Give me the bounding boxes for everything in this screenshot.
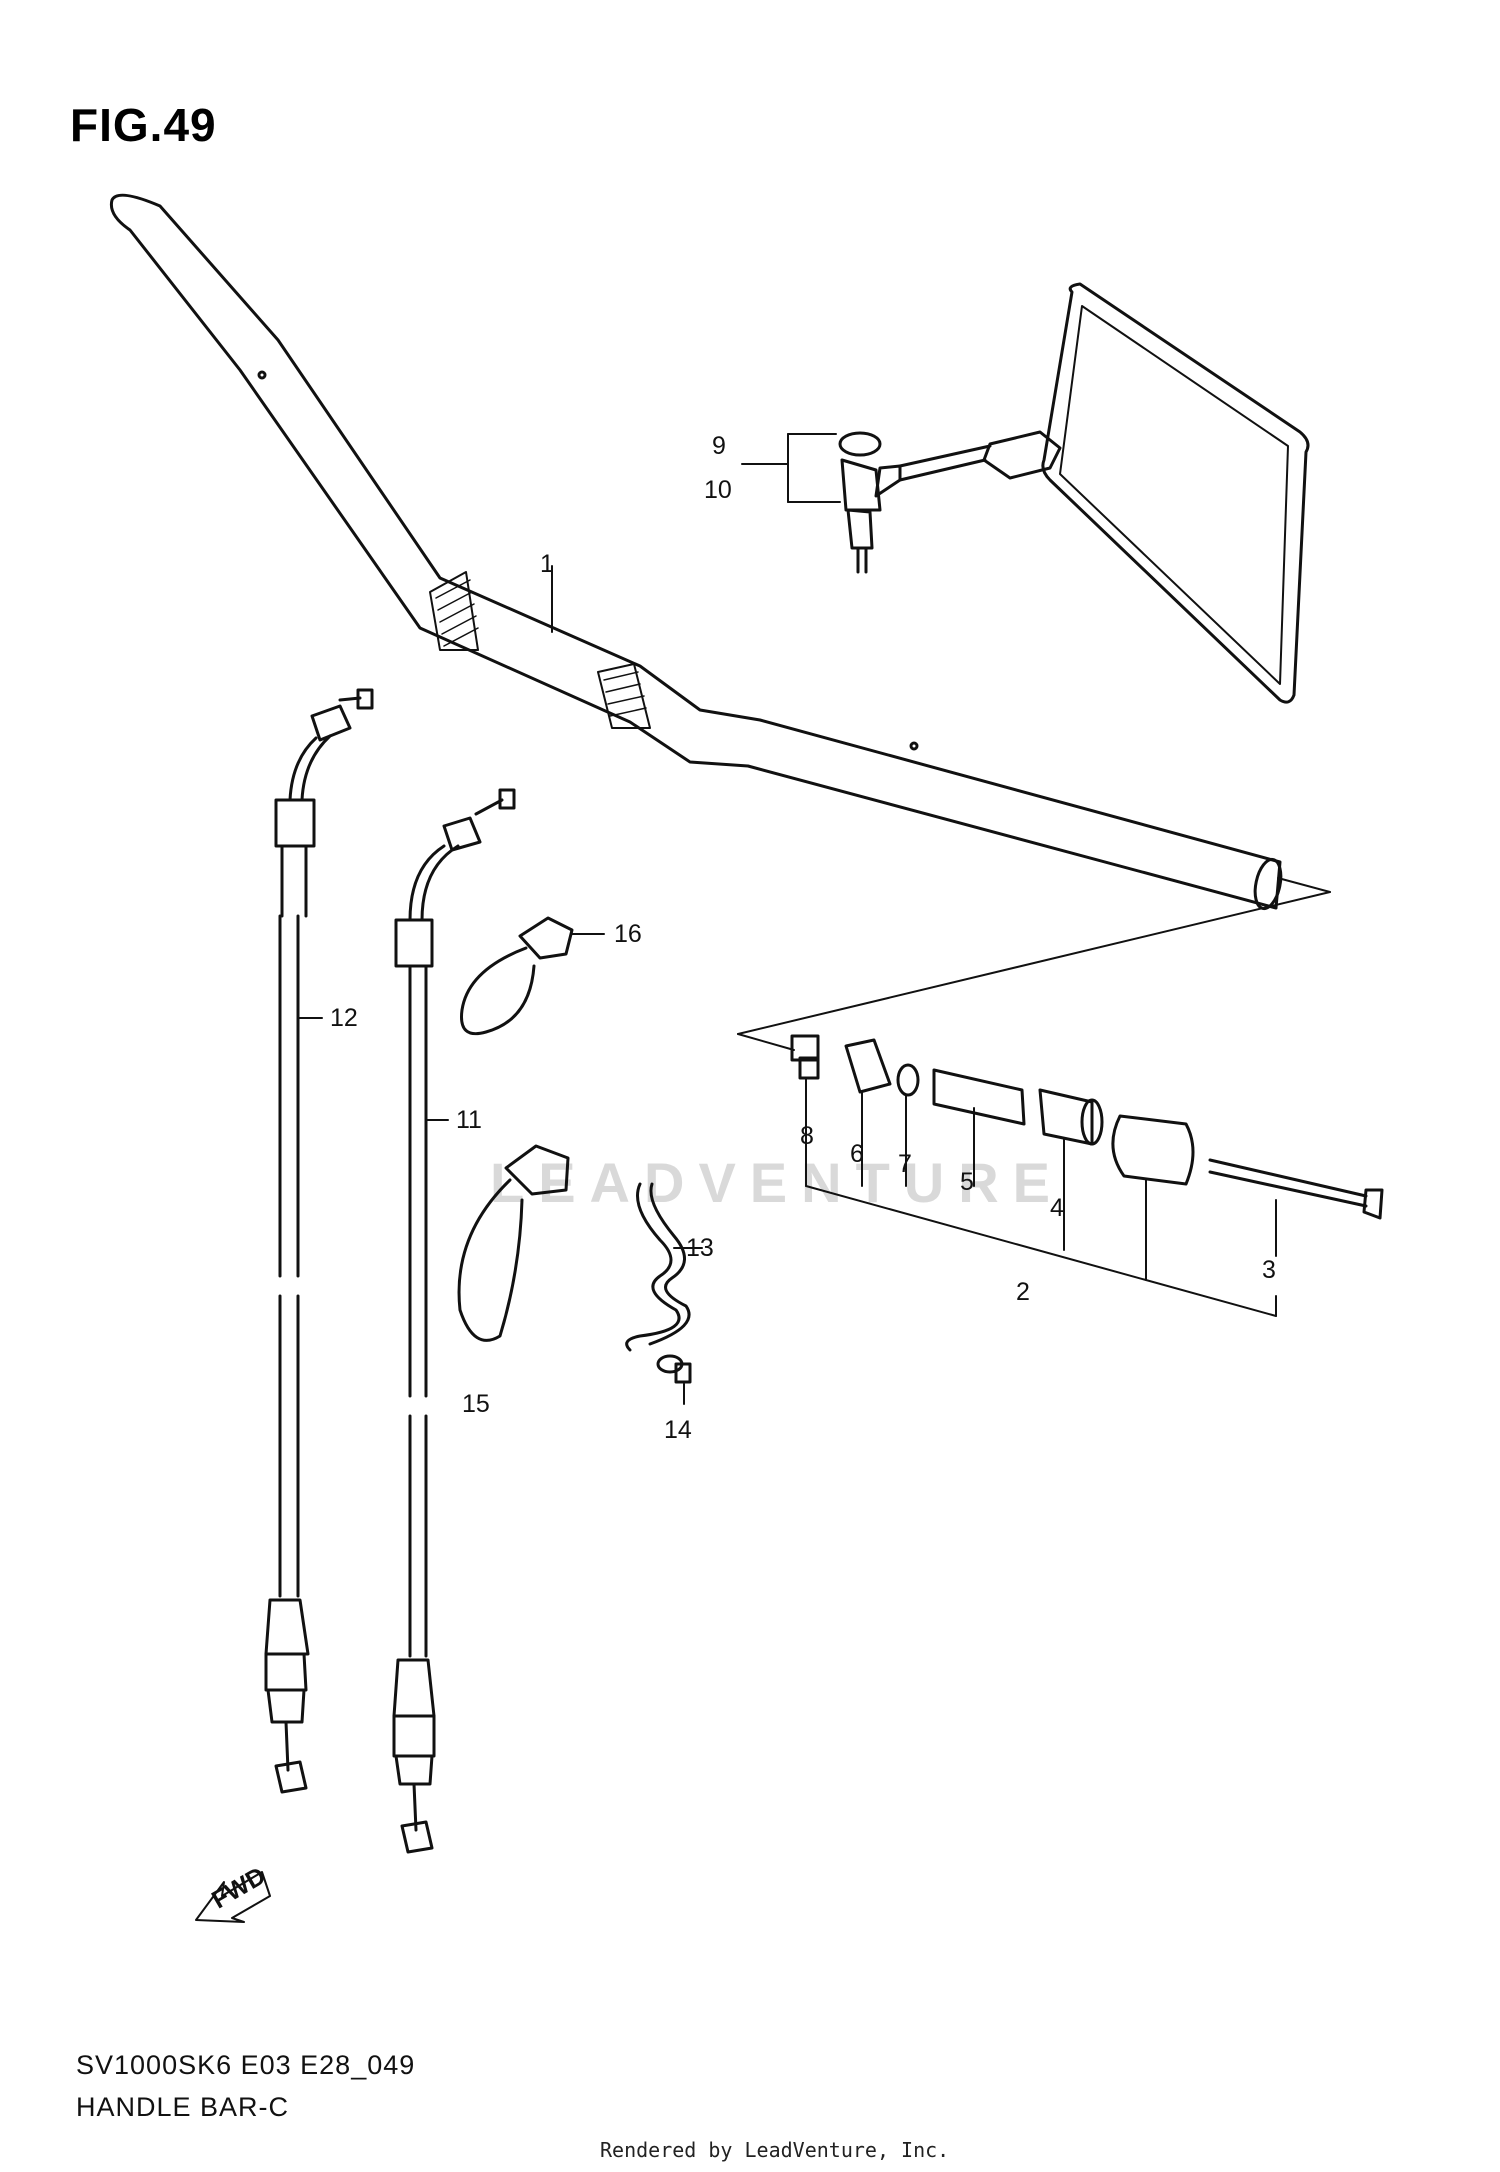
figure-title: FIG.49 — [70, 99, 217, 151]
throttle-cable-11[interactable] — [392, 788, 516, 1854]
throttle-cable-12[interactable] — [264, 688, 374, 1794]
callout-15: 15 — [462, 1390, 490, 1418]
section-name: HANDLE BAR-C — [76, 2092, 290, 2122]
callout-8: 8 — [800, 1122, 814, 1150]
watermark-text: LEADVENTURE — [490, 1151, 1065, 1214]
callout-16: 16 — [614, 920, 642, 948]
callout-2: 2 — [1016, 1278, 1030, 1306]
callout-6: 6 — [850, 1140, 864, 1168]
rendered-by-credit: Rendered by LeadVenture, Inc. — [600, 2138, 950, 2162]
bar-end-callout-leaders — [805, 1077, 1277, 1317]
callout-1: 1 — [540, 550, 554, 578]
callout-10: 10 — [704, 476, 732, 504]
mirror-assembly[interactable] — [838, 282, 1310, 704]
callout-12: 12 — [330, 1004, 358, 1032]
callout-leader-9-10 — [741, 433, 841, 503]
callout-13: 13 — [686, 1234, 714, 1262]
callout-4: 4 — [1050, 1194, 1064, 1222]
cable-clamp-16[interactable] — [460, 916, 574, 1036]
cable-clamp-15[interactable] — [457, 1144, 570, 1342]
forward-arrow-icon — [195, 1871, 271, 1923]
callout-labels: 1 2 3 4 5 6 7 8 9 10 11 12 13 14 15 16 F… — [207, 432, 1276, 1914]
callout-11: 11 — [456, 1106, 482, 1134]
handlebar[interactable] — [109, 193, 1285, 911]
callout-9: 9 — [712, 432, 726, 460]
wire-clip-13[interactable] — [625, 1182, 691, 1352]
callout-7: 7 — [898, 1150, 912, 1178]
fwd-label: FWD — [207, 1862, 270, 1915]
callout-5: 5 — [960, 1168, 974, 1196]
screw-14[interactable] — [656, 1354, 692, 1384]
callout-leaders — [297, 565, 703, 1405]
callout-3: 3 — [1262, 1256, 1276, 1284]
model-code: SV1000SK6 E03 E28_049 — [76, 2050, 416, 2080]
bar-end-connection-line — [737, 877, 1331, 1051]
bar-end-parts[interactable] — [790, 1034, 1384, 1220]
callout-14: 14 — [664, 1416, 692, 1444]
